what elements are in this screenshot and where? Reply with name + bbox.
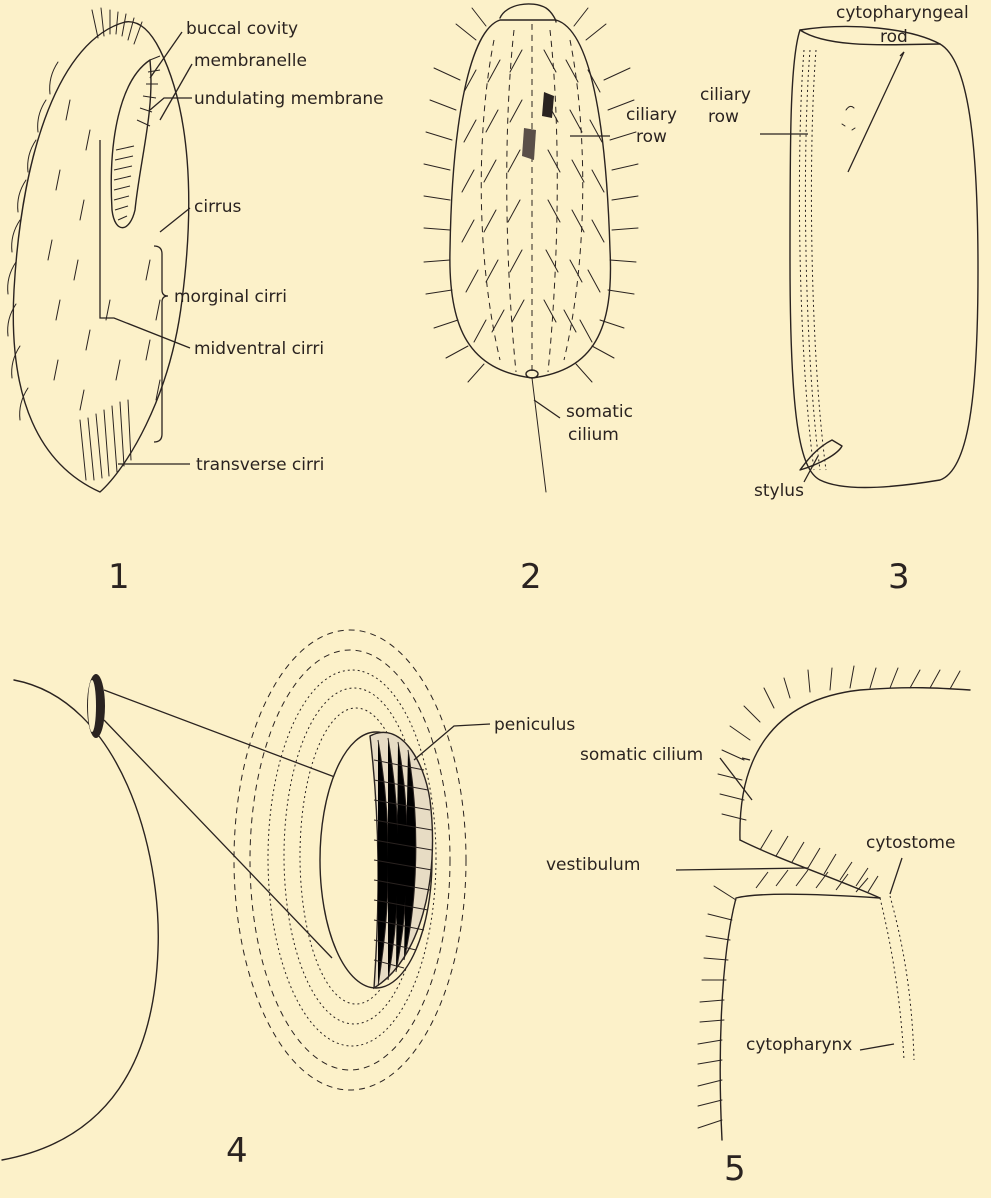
label-buccal-cavity: buccal covity (186, 19, 298, 39)
label-cytopharynx: cytopharynx (746, 1035, 852, 1055)
label-somatic-cilium: somatic cilium (580, 745, 703, 765)
label-peniculus: peniculus (494, 715, 575, 735)
label-somatic-cilium-2: cilium (568, 425, 619, 445)
label-marginal-cirri: morginal cirri (174, 287, 287, 307)
panel-number-1: 1 (108, 557, 130, 597)
label-transverse-cirri: transverse cirri (196, 455, 324, 475)
panel-3: cytopharyngeal rod ciliary row stylus 3 (700, 3, 978, 597)
panel-number-4: 4 (226, 1131, 248, 1171)
panel-2: ciliary row somatic cilium 2 (424, 4, 677, 597)
panel-1: buccal covity membranelle undulating mem… (8, 8, 384, 597)
panel-5-body (698, 666, 970, 1140)
label-cytostome: cytostome (866, 833, 955, 853)
label-membranelle: membranelle (194, 51, 307, 71)
panel-number-5: 5 (724, 1149, 746, 1189)
label-undulating-membrane: undulating membrane (194, 89, 384, 109)
label-cytopharyngeal-rod-1: cytopharyngeal (836, 3, 969, 23)
label-cytopharyngeal-rod-2: rod (880, 27, 908, 47)
label-ciliary-row-1: ciliary (626, 105, 677, 125)
label-cirrus: cirrus (194, 197, 242, 217)
label-ciliary-row-3a: ciliary (700, 85, 751, 105)
panel-4: peniculus 4 (2, 630, 575, 1171)
label-somatic-cilium-1: somatic (566, 402, 633, 422)
label-vestibulum: vestibulum (546, 855, 640, 875)
label-stylus: stylus (754, 481, 804, 501)
label-midventral-cirri: midventral cirri (194, 339, 324, 359)
label-ciliary-row-2: row (636, 127, 667, 147)
label-ciliary-row-3b: row (708, 107, 739, 127)
panel-number-2: 2 (520, 557, 542, 597)
panel-number-3: 3 (888, 557, 910, 597)
panel-5: somatic cilium vestibulum cytostome cyto… (546, 666, 970, 1189)
panel-4-body (2, 630, 466, 1160)
